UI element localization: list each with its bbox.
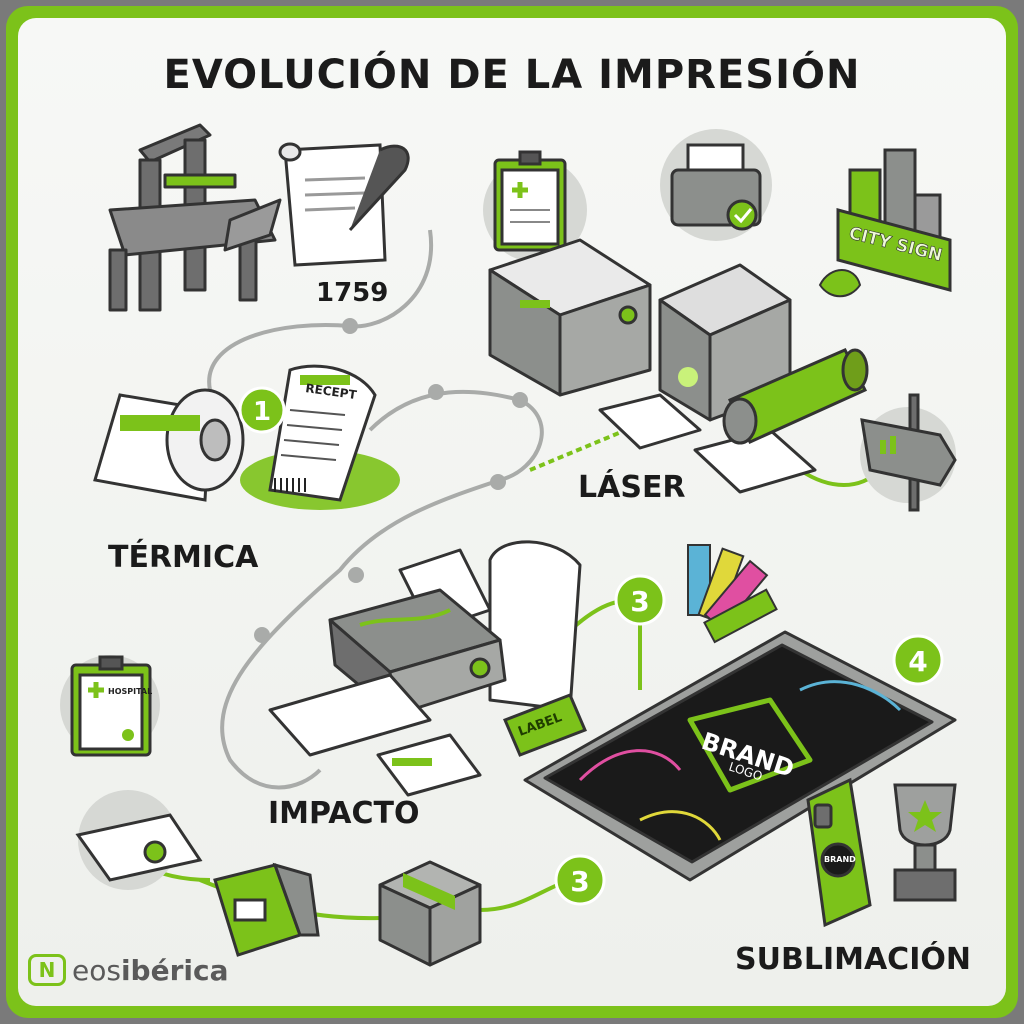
thermal-roll-icon xyxy=(93,364,400,510)
phone-case-icon xyxy=(806,777,872,928)
toner-cartridge-icon xyxy=(722,348,869,445)
city-sign-icon xyxy=(836,148,952,292)
step-badge-4: 4 xyxy=(892,634,944,686)
year-label: 1759 xyxy=(316,278,389,308)
hospital-clipboard-icon xyxy=(60,655,160,757)
step-badge-3a: 3 xyxy=(614,574,666,626)
leaf-icon xyxy=(818,269,862,298)
scroll-quill-icon xyxy=(278,142,410,267)
small-printer-check-icon xyxy=(660,129,772,241)
briefcase-icon xyxy=(213,862,320,957)
page-title: EVOLUCIÓN DE LA IMPRESIÓN xyxy=(163,52,861,98)
section-label-termica: TÉRMICA xyxy=(108,540,259,575)
trophy-icon xyxy=(893,783,957,902)
label-tag-icon xyxy=(503,693,587,757)
chart-document-icon xyxy=(75,790,203,890)
package-box-icon xyxy=(378,860,482,967)
road-sign-icon xyxy=(860,393,957,512)
hospital-text: HOSPITAL xyxy=(108,687,152,696)
tablet-icon xyxy=(523,630,957,882)
clipboard-icon xyxy=(483,150,587,262)
section-label-laser: LÁSER xyxy=(578,470,686,505)
phone-brand-text: BRAND xyxy=(824,855,856,864)
step-badge-3b: 3 xyxy=(554,854,606,906)
step-badge-1: 1 xyxy=(238,386,286,434)
logo-wordmark-light: eos xyxy=(72,953,121,987)
logo-wordmark: eosibérica xyxy=(72,954,228,987)
gutenberg-press-icon xyxy=(108,123,282,312)
timeline-dots xyxy=(254,318,528,643)
company-logo: N eosibérica xyxy=(28,950,228,990)
section-label-sublimacion: SUBLIMACIÓN xyxy=(735,942,971,977)
laser-printer-icon xyxy=(488,238,817,494)
logo-mark-icon: N xyxy=(28,954,66,986)
step-1-number: 1 xyxy=(253,397,271,427)
color-swatch-icon xyxy=(687,544,778,644)
dot-matrix-printer-icon xyxy=(268,540,582,797)
section-label-impacto: IMPACTO xyxy=(268,796,420,831)
step-4-number: 4 xyxy=(908,645,927,678)
step-3a-number: 3 xyxy=(630,585,649,618)
logo-wordmark-bold: ibérica xyxy=(120,953,229,987)
step-3b-number: 3 xyxy=(570,865,589,898)
